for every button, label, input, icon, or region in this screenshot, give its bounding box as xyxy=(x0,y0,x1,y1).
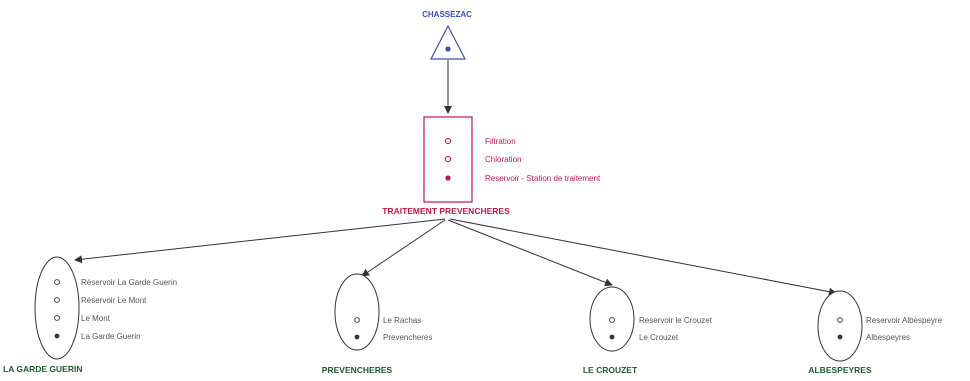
connector-treatment-prevencheres xyxy=(361,219,446,277)
treatment-node: Filtration Chloration Reservoir - Statio… xyxy=(382,116,601,216)
connector-treatment-albespeyres xyxy=(449,218,837,296)
subnetwork-item-label: Reservoir le Crouzet xyxy=(639,316,713,325)
subnetwork-item: Le Mont xyxy=(54,314,111,323)
subnetwork-prevencheres: Le Rachas Prevencheres PREVENCHERES xyxy=(322,273,432,375)
treatment-item: Reservoir - Station de traitement xyxy=(445,174,601,183)
open-marker-icon xyxy=(354,317,360,323)
subnetwork-label: ALBESPEYRES xyxy=(808,365,872,375)
open-marker-icon xyxy=(609,317,615,323)
filled-marker-icon xyxy=(609,334,615,340)
source-node: CHASSEZAC xyxy=(422,10,472,60)
open-marker-icon xyxy=(444,137,452,145)
subnetwork-item-label: Albespeyres xyxy=(866,333,910,342)
subnetwork-ellipse xyxy=(817,290,863,362)
subnetwork-item: Réservoir Le Mont xyxy=(54,296,147,305)
filled-marker-icon xyxy=(445,175,451,181)
subnetwork-item: Le Rachas xyxy=(354,316,421,325)
treatment-item: Filtration xyxy=(444,137,516,146)
open-marker-icon xyxy=(837,317,843,323)
connector-treatment-le-crouzet xyxy=(447,219,613,287)
subnetwork-item-label: Réservoir La Garde Guerin xyxy=(81,278,177,287)
subnetwork-item-label: Le Rachas xyxy=(383,316,421,325)
open-marker-icon xyxy=(54,315,60,321)
subnetwork-item: Réservoir La Garde Guerin xyxy=(54,278,177,287)
filled-marker-icon xyxy=(837,334,843,340)
connector-treatment-la-garde-guerin xyxy=(74,218,446,264)
subnetwork-albespeyres: Reservoir Albespeyre Albespeyres ALBESPE… xyxy=(808,290,943,375)
subnetwork-item-label: Le Mont xyxy=(81,314,111,323)
subnetwork-item: Le Crouzet xyxy=(609,333,679,342)
subnetwork-item: La Garde Guerin xyxy=(54,332,141,341)
open-marker-icon xyxy=(444,155,452,163)
source-triangle-icon xyxy=(430,24,466,60)
open-marker-icon xyxy=(54,279,60,285)
subnetwork-label: LE CROUZET xyxy=(583,365,638,375)
filled-marker-icon xyxy=(54,333,60,339)
treatment-item: Chloration xyxy=(444,155,521,164)
treatment-item-label: Reservoir - Station de traitement xyxy=(485,174,601,183)
subnetwork-label: LA GARDE GUERIN xyxy=(3,364,83,374)
source-label: CHASSEZAC xyxy=(422,10,472,19)
subnetwork-item-label: Reservoir Albespeyre xyxy=(866,316,943,325)
open-marker-icon xyxy=(54,297,60,303)
treatment-item-label: Chloration xyxy=(485,155,521,164)
subnetwork-item: Prevencheres xyxy=(354,333,432,342)
subnetwork-item: Reservoir Albespeyre xyxy=(837,316,943,325)
subnetwork-item-label: Le Crouzet xyxy=(639,333,679,342)
subnetwork-ellipse xyxy=(334,273,380,351)
source-dot-icon xyxy=(445,46,451,52)
subnetwork-item: Albespeyres xyxy=(837,333,910,342)
subnetwork-item: Reservoir le Crouzet xyxy=(609,316,713,325)
filled-marker-icon xyxy=(354,334,360,340)
subnetwork-item-label: Prevencheres xyxy=(383,333,432,342)
subnetwork-item-label: Réservoir Le Mont xyxy=(81,296,147,305)
subnetwork-item-label: La Garde Guerin xyxy=(81,332,141,341)
subnetwork-la-garde-guerin: Réservoir La Garde Guerin Réservoir Le M… xyxy=(3,256,177,374)
subnetwork-label: PREVENCHERES xyxy=(322,365,393,375)
treatment-label: TRAITEMENT PREVENCHERES xyxy=(382,206,510,216)
subnetwork-ellipse xyxy=(34,256,80,360)
treatment-item-label: Filtration xyxy=(485,137,516,146)
subnetwork-le-crouzet: Reservoir le Crouzet Le Crouzet LE CROUZ… xyxy=(583,286,713,375)
